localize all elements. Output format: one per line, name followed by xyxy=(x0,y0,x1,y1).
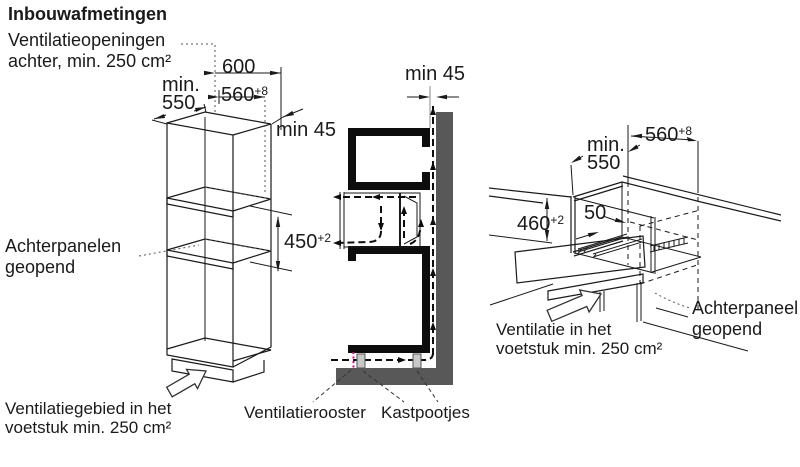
vent-area-plinth-label: Ventilatiegebied in het voetstuk min. 25… xyxy=(5,399,172,437)
vent-plinth-right-label: Ventilatie in het voetstuk min. 250 cm² xyxy=(496,320,663,358)
back-panels-open-label: Achterpanelen geopend xyxy=(5,236,122,277)
dim-left-width-outer: 600 xyxy=(222,56,256,78)
middle-dimension-lines xyxy=(407,86,459,128)
page-title: Inbouwafmetingen xyxy=(8,4,167,24)
base-cabinet-diagram xyxy=(488,125,782,352)
dim-left-rear-gap: min 45 xyxy=(276,119,337,141)
plinth-airflow-arrow-icon xyxy=(546,289,603,323)
cabinet-section-walls xyxy=(348,128,430,353)
dim-right-niche-height: 460+2 xyxy=(517,213,565,235)
dim-left-width-niche: 560+8 xyxy=(221,84,269,106)
dim-left-niche-height: 450+2 xyxy=(284,231,332,253)
dim-right-depth: min. 550 xyxy=(587,134,625,174)
dim-right-width-niche: 560+8 xyxy=(645,124,693,146)
dim-right-front-clearance: 50 xyxy=(584,202,607,224)
cross-section-diagram xyxy=(312,86,459,403)
floor-section xyxy=(336,368,453,385)
cabinet-feet-label: Kastpootjes xyxy=(381,403,470,422)
back-panel-open-label: Achterpaneel geopend xyxy=(692,298,799,339)
dim-middle-rear-gap: min 45 xyxy=(405,63,466,85)
tall-cabinet-outline xyxy=(166,111,272,383)
right-dimension-lines xyxy=(488,125,699,244)
plinth-airflow-arrow-icon xyxy=(165,368,207,398)
left-dimension-lines xyxy=(151,67,304,272)
opened-back-panel xyxy=(627,182,701,310)
vent-back-label: Ventilatieopeningen achter, min. 250 cm² xyxy=(8,30,172,71)
vent-grille-label: Ventilatierooster xyxy=(244,403,366,422)
middle-leader-lines xyxy=(312,369,439,403)
cabinet-feet xyxy=(356,353,422,369)
dim-left-depth: min. 550 xyxy=(162,74,200,114)
base-cabinet-outline xyxy=(488,175,782,352)
airflow-arrows xyxy=(331,103,436,363)
leader-lines xyxy=(138,43,216,257)
wall-section xyxy=(436,112,453,385)
appliance-outline xyxy=(339,192,421,249)
tall-cabinet-diagram xyxy=(138,43,304,398)
